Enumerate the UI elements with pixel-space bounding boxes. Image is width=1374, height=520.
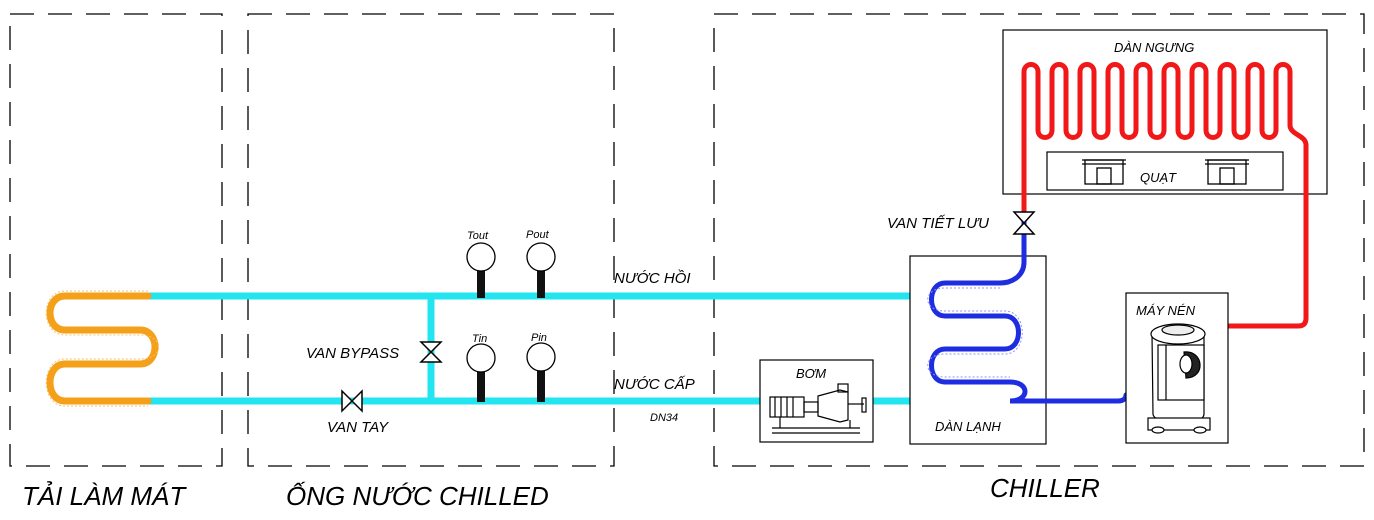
bypass-valve[interactable] xyxy=(419,341,443,363)
evaporator-label: DÀN LẠNH xyxy=(935,419,1001,434)
gauge-icon xyxy=(466,343,496,373)
gauge-label-pin: Pin xyxy=(531,332,547,344)
gauge-icon xyxy=(466,242,496,272)
fan-icon xyxy=(1082,159,1126,185)
chiller-section-boundary xyxy=(713,13,1365,467)
fan-icon xyxy=(1205,159,1249,185)
section-label-chiller: CHILLER xyxy=(990,473,1100,503)
return-water-label: NƯỚC HỒI xyxy=(614,269,691,287)
pipe-size-label: DN34 xyxy=(650,412,678,424)
expansion-valve[interactable] xyxy=(1012,211,1036,235)
gauge-icon xyxy=(526,342,556,372)
supply-water-label: NƯỚC CẤP xyxy=(614,375,695,393)
fan-label: QUẠT xyxy=(1140,170,1177,185)
gauge-tin xyxy=(466,343,496,402)
bypass-valve-label: VAN BYPASS xyxy=(306,345,399,362)
chilled-water-pipes xyxy=(148,292,910,405)
pump-icon xyxy=(769,383,867,434)
section-label-piping: ỐNG NƯỚC CHILLED xyxy=(286,481,549,511)
gauge-icon xyxy=(526,242,556,272)
evaporator-coil-outline xyxy=(927,287,1023,378)
section-label-load: TẢI LÀM MÁT xyxy=(22,480,187,511)
valve-icon xyxy=(1012,211,1036,235)
gauge-label-tin: Tin xyxy=(472,333,487,345)
gauge-pin xyxy=(526,342,556,402)
gauge-label-tout: Tout xyxy=(467,230,489,242)
piping-section-boundary xyxy=(247,13,615,467)
valve-icon xyxy=(419,341,443,363)
pump-label: BƠM xyxy=(796,366,826,381)
gauge-pout xyxy=(526,242,556,298)
manual-valve-label: VAN TAY xyxy=(327,419,389,436)
compressor-icon xyxy=(1147,323,1211,434)
condenser-label: DÀN NGƯNG xyxy=(1114,40,1194,55)
compressor-label: MÁY NÉN xyxy=(1136,303,1196,318)
gauge-tout xyxy=(466,242,496,298)
pump xyxy=(759,359,874,443)
load-section-boundary xyxy=(9,13,223,467)
load-coil-outline xyxy=(45,290,160,407)
valve-icon xyxy=(341,389,363,413)
gauge-label-pout: Pout xyxy=(526,229,550,241)
expansion-valve-label: VAN TIẾT LƯU xyxy=(887,214,989,232)
load-coil-icon xyxy=(46,292,159,405)
evaporator-coil-icon xyxy=(929,217,1129,404)
condenser-coil-icon xyxy=(1021,62,1309,329)
manual-valve[interactable] xyxy=(341,389,363,413)
